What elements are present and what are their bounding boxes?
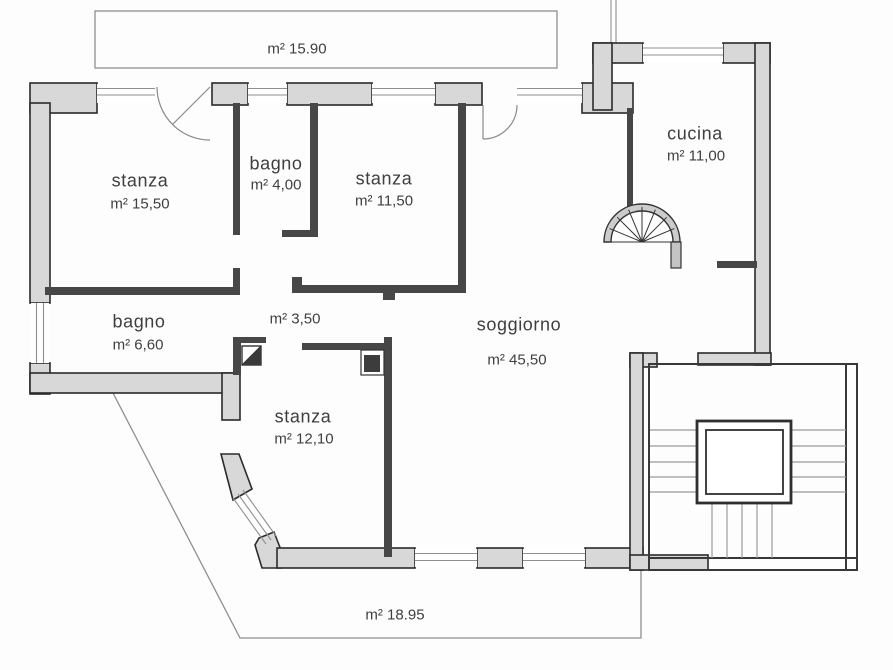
room-area-stanza-s: m² 12,10 [274, 430, 334, 448]
elevator-icon [695, 419, 793, 505]
shaft-symbol-solid [360, 349, 385, 376]
room-area-soggiorno: m² 45,50 [487, 351, 547, 369]
room-area-bagno-small: m² 4,00 [250, 176, 302, 194]
terrace-outline [112, 392, 642, 639]
room-area-bagno-large: m² 6,60 [112, 336, 164, 354]
exterior-walls [29, 42, 772, 571]
room-label-stanza-n: stanza [355, 168, 413, 189]
shaft-symbol-hatched [241, 345, 262, 366]
room-label-stanza-s: stanza [274, 406, 332, 427]
balcony-outline [94, 0, 617, 69]
room-label-stanza-nw: stanza [111, 170, 169, 191]
room-label-bagno-large: bagno [112, 311, 166, 332]
balcony-top-area-label: m² 15.90 [267, 40, 327, 58]
room-area-stanza-n: m² 11,50 [354, 192, 414, 210]
corridor-area-label: m² 3,50 [269, 310, 321, 328]
door-arcs [156, 86, 518, 141]
windows [31, 44, 723, 567]
stairwell [648, 363, 858, 571]
terrace-bottom-area-label: m² 18.95 [365, 606, 425, 624]
room-area-stanza-nw: m² 15,50 [110, 195, 170, 213]
room-label-cucina: cucina [667, 123, 723, 144]
room-label-bagno-small: bagno [249, 153, 303, 174]
interior-walls [45, 103, 757, 557]
spiral-staircase-icon [603, 203, 682, 269]
room-label-soggiorno: soggiorno [476, 314, 562, 335]
room-area-cucina: m² 11,00 [666, 147, 726, 165]
